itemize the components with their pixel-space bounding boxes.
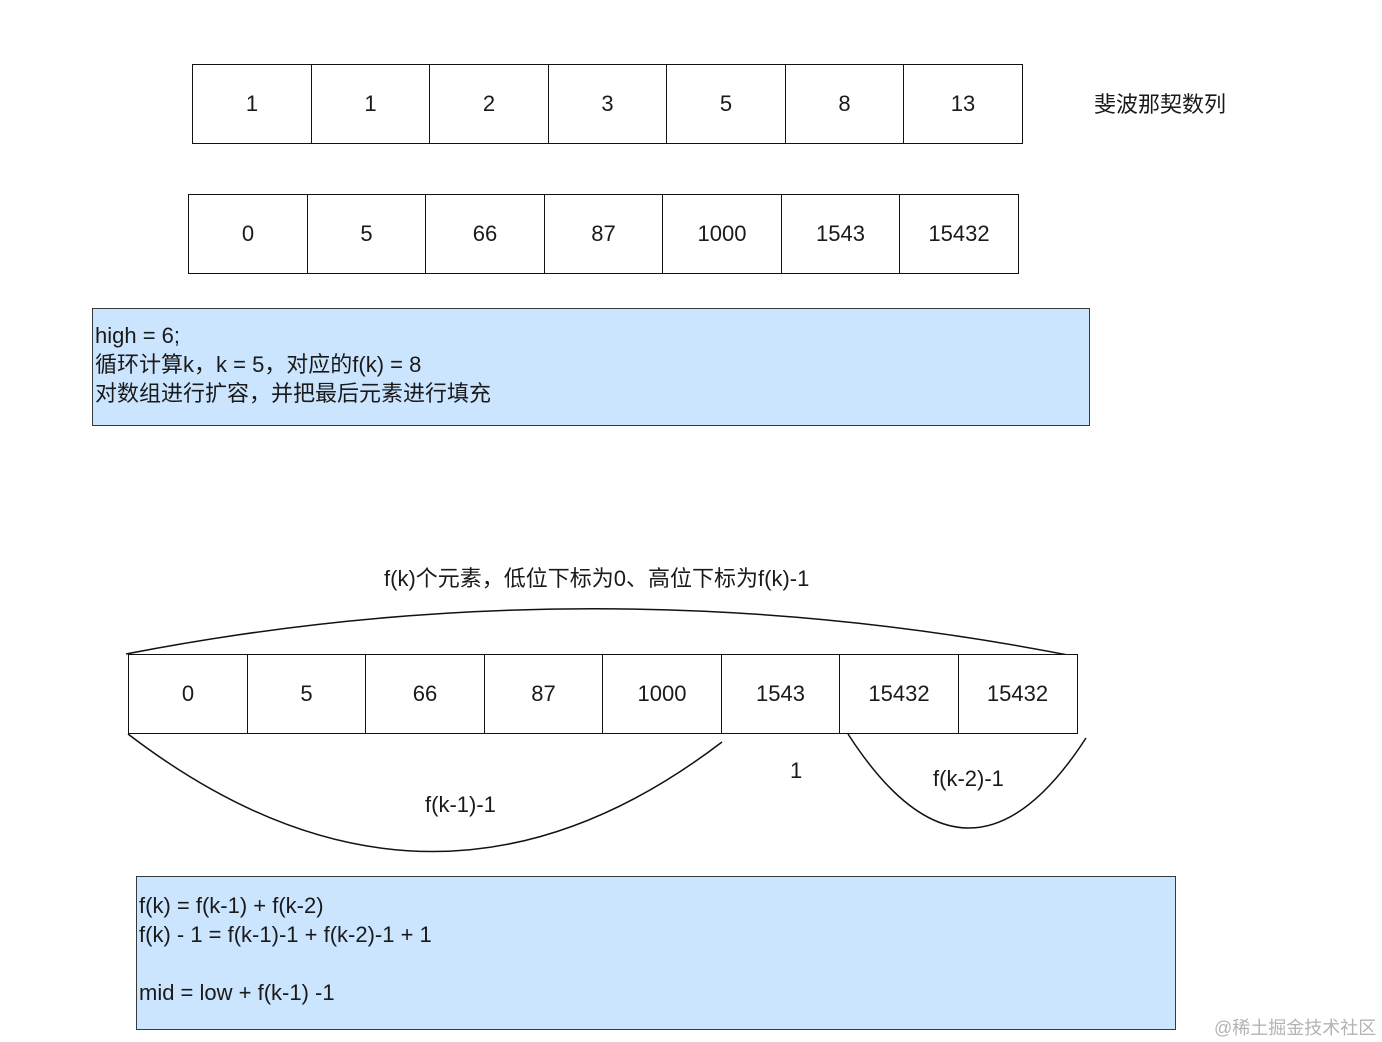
array-cell: 13 bbox=[903, 64, 1023, 144]
mid-element-label: 1 bbox=[790, 758, 803, 783]
array-cell: 15432 bbox=[839, 654, 959, 734]
array-cell: 15432 bbox=[957, 654, 1078, 734]
array-cell: 1 bbox=[310, 64, 431, 144]
note-line: f(k) - 1 = f(k-1)-1 + f(k-2)-1 + 1 bbox=[139, 922, 432, 947]
note-box-formula: f(k) = f(k-1) + f(k-2) f(k) - 1 = f(k-1)… bbox=[136, 876, 1176, 1030]
note-line: high = 6; bbox=[95, 323, 181, 348]
array-cell: 1543 bbox=[780, 194, 901, 274]
note-box-expand: high = 6; 循环计算k，k = 5，对应的f(k) = 8 对数组进行扩… bbox=[92, 308, 1090, 426]
array-cell: 66 bbox=[425, 194, 545, 274]
array-cell: 3 bbox=[547, 64, 668, 144]
right-part-arc bbox=[847, 733, 1087, 829]
array-cell: 1000 bbox=[602, 654, 722, 734]
array-cell: 5 bbox=[306, 194, 427, 274]
note-line bbox=[139, 949, 1173, 978]
array-cell: 1543 bbox=[720, 654, 841, 734]
note-line: 对数组进行扩容，并把最后元素进行填充 bbox=[95, 381, 492, 406]
array-cell: 1000 bbox=[662, 194, 782, 274]
left-part-label: f(k-1)-1 bbox=[425, 792, 496, 817]
fibonacci-label: 斐波那契数列 bbox=[1094, 92, 1227, 117]
array-cell: 5 bbox=[666, 64, 786, 144]
array-cell: 0 bbox=[188, 194, 308, 274]
top-range-arc bbox=[125, 608, 1079, 658]
note-line: mid = low + f(k-1) -1 bbox=[139, 980, 335, 1005]
right-part-label: f(k-2)-1 bbox=[933, 766, 1004, 791]
note-line: f(k) = f(k-1) + f(k-2) bbox=[139, 893, 324, 918]
array-cell: 66 bbox=[365, 654, 485, 734]
watermark: @稀土掘金技术社区 bbox=[1214, 1018, 1377, 1038]
array-cell: 87 bbox=[543, 194, 664, 274]
array-cell: 87 bbox=[483, 654, 604, 734]
array-cell: 5 bbox=[246, 654, 367, 734]
note-line: 循环计算k，k = 5，对应的f(k) = 8 bbox=[95, 352, 422, 377]
array-cell: 0 bbox=[128, 654, 248, 734]
left-part-arc bbox=[127, 733, 723, 853]
array-cell: 1 bbox=[192, 64, 312, 144]
array-cell: 2 bbox=[429, 64, 549, 144]
range-label: f(k)个元素，低位下标为0、高位下标为f(k)-1 bbox=[384, 566, 810, 591]
array-cell: 15432 bbox=[899, 194, 1019, 274]
